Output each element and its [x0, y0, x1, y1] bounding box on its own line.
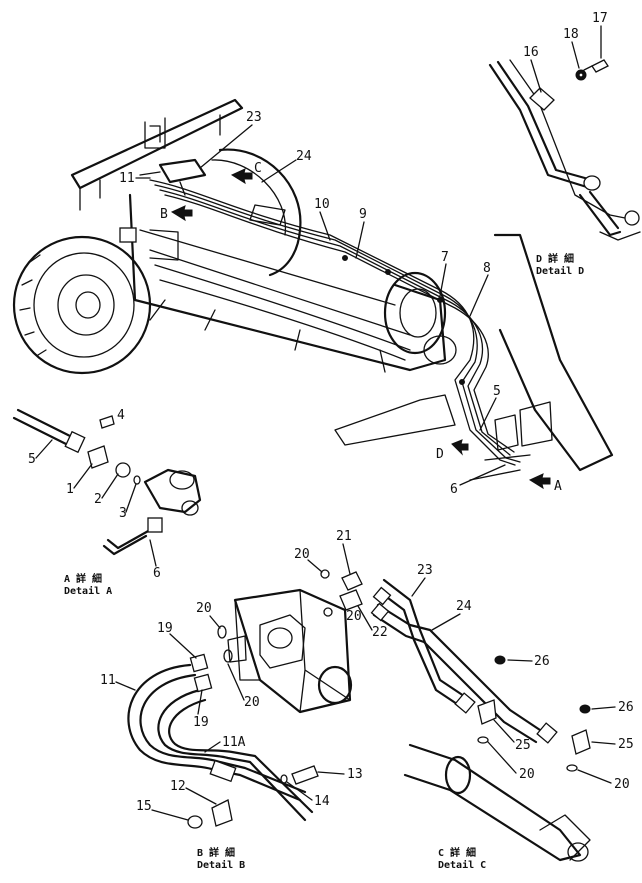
- callout-10: 10: [314, 197, 330, 212]
- hose-routing: [149, 179, 521, 466]
- callout-19-bottom: 19: [193, 715, 209, 730]
- main-view-callouts: 23 24 11 10 9 7 8 5 6: [119, 110, 506, 497]
- callout-5-detailA: 5: [28, 452, 36, 467]
- callout-26-top: 26: [534, 654, 550, 669]
- callout-6-main: 6: [450, 482, 458, 497]
- main-assembly-view: B C D A 23 24 11 10 9 7 8: [12, 98, 614, 497]
- callout-24-detailC: 24: [456, 599, 472, 614]
- callout-2: 2: [94, 492, 102, 507]
- callout-5-main: 5: [493, 384, 501, 399]
- callout-3: 3: [119, 506, 127, 521]
- callout-9: 9: [359, 207, 367, 222]
- marker-C-label: C: [254, 161, 262, 176]
- detail-C-jp: C 詳 細: [438, 846, 476, 859]
- callout-20-top: 20: [294, 547, 310, 562]
- callout-20-bottom: 20: [244, 695, 260, 710]
- callout-26-right: 26: [618, 700, 634, 715]
- detail-C-view: 23 24 26 25 26 25 20 20 C 詳 細 Detail C: [370, 563, 634, 871]
- callout-25-left: 25: [515, 738, 531, 753]
- callout-11: 11: [119, 171, 135, 186]
- callout-12: 12: [170, 779, 186, 794]
- callout-13: 13: [347, 767, 363, 782]
- wheel: [12, 235, 152, 375]
- callout-8: 8: [483, 261, 491, 276]
- callout-20-detailC-left: 20: [519, 767, 535, 782]
- marker-A-label: A: [554, 479, 562, 494]
- callout-20-b: 20: [346, 609, 362, 624]
- view-marker-C: C: [230, 161, 262, 185]
- callout-11A: 11A: [222, 735, 246, 750]
- detail-A-en: Detail A: [64, 585, 112, 597]
- callout-11-detailB: 11: [100, 673, 116, 688]
- callout-20-left: 20: [196, 601, 212, 616]
- upper-frame: [70, 98, 244, 211]
- marker-D-label: D: [436, 447, 444, 462]
- callout-20-detailC-right: 20: [614, 777, 630, 792]
- view-marker-B: B: [160, 205, 193, 222]
- callout-6-detailA: 6: [153, 566, 161, 581]
- callout-17: 17: [592, 11, 608, 26]
- callout-14: 14: [314, 794, 330, 809]
- callout-1: 1: [66, 482, 74, 497]
- callout-16: 16: [523, 45, 539, 60]
- detail-A-jp: A 詳 細: [64, 572, 102, 585]
- detail-D-view: 16 18 17 D 詳 細 Detail D: [488, 11, 641, 277]
- top-valve-block: [139, 158, 286, 226]
- callout-25-right: 25: [618, 737, 634, 752]
- detail-A-view: 5 4 1 2 3 6 A 詳 細 Detail A: [12, 408, 202, 597]
- callout-4: 4: [117, 408, 125, 423]
- callout-23: 23: [246, 110, 262, 125]
- callout-22: 22: [372, 625, 388, 640]
- callout-18: 18: [563, 27, 579, 42]
- detail-B-jp: B 詳 細: [197, 846, 235, 859]
- view-marker-D: D: [436, 439, 469, 462]
- circle-plate: [211, 148, 302, 277]
- callout-15: 15: [136, 799, 152, 814]
- detail-D-jp: D 詳 細: [536, 252, 574, 265]
- callout-19-top: 19: [157, 621, 173, 636]
- detail-D-en: Detail D: [536, 265, 584, 277]
- detail-B-view: 20 21 20 22 20 20 19 19 11 11A 12 15: [100, 529, 388, 871]
- callout-7: 7: [441, 250, 449, 265]
- callout-21: 21: [336, 529, 352, 544]
- detail-C-en: Detail C: [438, 859, 486, 871]
- view-marker-A: A: [528, 473, 562, 494]
- detail-B-en: Detail B: [197, 859, 245, 871]
- callout-24: 24: [296, 149, 312, 164]
- marker-B-label: B: [160, 207, 168, 222]
- callout-23-detailC: 23: [417, 563, 433, 578]
